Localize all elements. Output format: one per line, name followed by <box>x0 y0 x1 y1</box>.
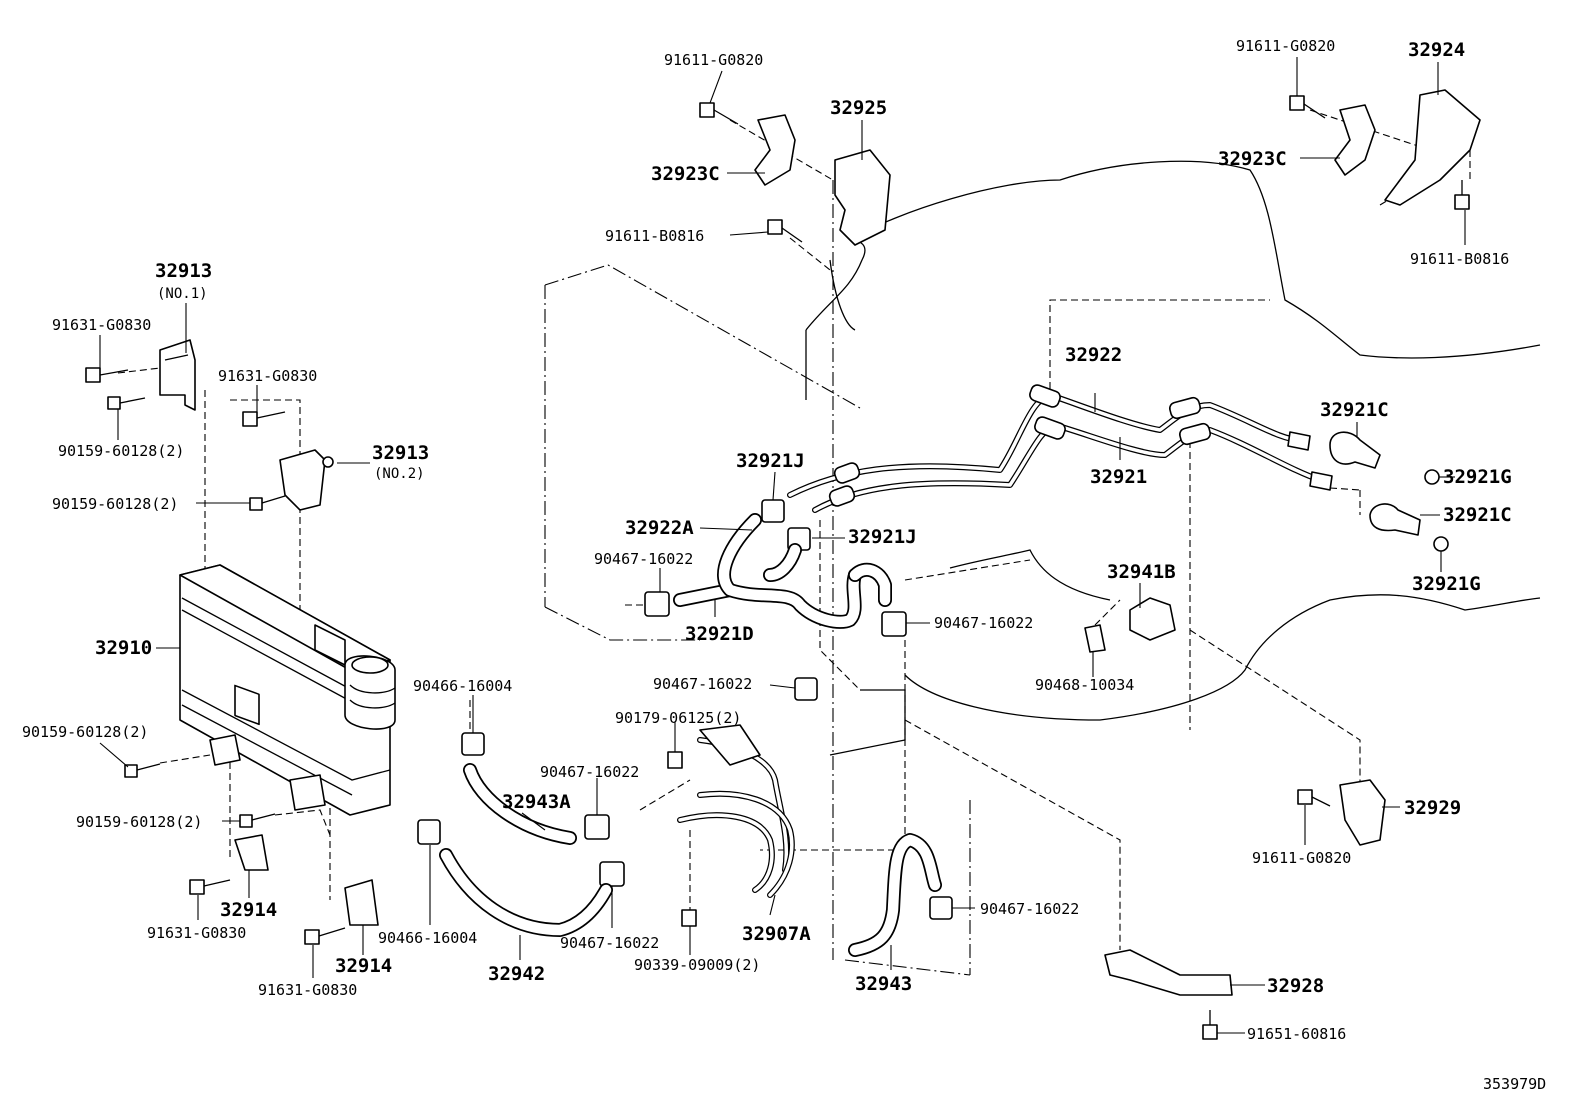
bracket-32914-b <box>344 879 379 926</box>
label-90467-16022-a: 90467-16022 <box>594 550 693 568</box>
bolt-icon <box>667 751 683 769</box>
leader-lines <box>99 57 1466 1034</box>
tube-assy-32907A <box>677 724 795 898</box>
label-32943A: 32943A <box>502 791 571 813</box>
gasket-32921G-a <box>1424 469 1440 485</box>
label-32921C-a: 32921C <box>1320 399 1389 421</box>
label-32914-a: 32914 <box>220 899 277 921</box>
label-90467-16022-c: 90467-16022 <box>653 675 752 693</box>
label-91611-G0820-b: 91611-G0820 <box>1236 37 1335 55</box>
bracket-32925 <box>834 149 891 246</box>
label-90467-16022-e: 90467-16022 <box>560 934 659 952</box>
clamp-32941B <box>1084 597 1176 653</box>
bolt-icon <box>699 102 739 125</box>
bolt-icon <box>1297 789 1331 807</box>
part-labels: 32910 32913 (NO.1) 32913 (NO.2) 32914 32… <box>95 39 1512 997</box>
label-91651-60816: 91651-60816 <box>1247 1025 1346 1043</box>
label-32922A: 32922A <box>625 517 694 539</box>
label-32921: 32921 <box>1090 466 1147 488</box>
label-91631-G0830-a: 91631-G0830 <box>52 316 151 334</box>
label-90467-16022-b: 90467-16022 <box>934 614 1033 632</box>
label-32921D: 32921D <box>685 623 754 645</box>
label-32928: 32928 <box>1267 975 1324 997</box>
label-90159-60128-b: 90159-60128(2) <box>52 495 178 513</box>
label-32913-no2: 32913 <box>372 442 429 464</box>
label-32921C-b: 32921C <box>1443 504 1512 526</box>
label-90466-16004-b: 90466-16004 <box>378 929 477 947</box>
label-32921G-b: 32921G <box>1412 573 1481 595</box>
clamp-32923C-a <box>754 114 796 186</box>
bolt-icon <box>304 927 346 945</box>
bolt-icon <box>189 879 231 895</box>
bolt-icon <box>242 411 286 427</box>
label-90179-06125: 90179-06125(2) <box>615 709 741 727</box>
label-90468-10034: 90468-10034 <box>1035 676 1134 694</box>
bracket-32913-no2 <box>279 449 334 511</box>
label-32923C-a: 32923C <box>651 163 720 185</box>
label-32929: 32929 <box>1404 797 1461 819</box>
label-90159-60128-c: 90159-60128(2) <box>22 723 148 741</box>
label-32924: 32924 <box>1408 39 1465 61</box>
union-32921C-b <box>1369 503 1421 536</box>
label-32925: 32925 <box>830 97 887 119</box>
bolt-icon <box>124 763 161 778</box>
fastener-labels: 91611-G0820 91611-G0820 91611-G0820 9161… <box>22 37 1509 1043</box>
label-32913-no1-note: (NO.1) <box>157 286 208 302</box>
label-90339-09009: 90339-09009(2) <box>634 956 760 974</box>
label-90159-60128-a: 90159-60128(2) <box>58 442 184 460</box>
bolt-icon <box>1454 180 1470 210</box>
pipes <box>787 384 1333 513</box>
label-90467-16022-f: 90467-16022 <box>980 900 1079 918</box>
label-32913-no2-note: (NO.2) <box>374 466 425 482</box>
label-91611-G0820-a: 91611-G0820 <box>664 51 763 69</box>
label-32941B: 32941B <box>1107 561 1176 583</box>
hoses <box>439 513 942 957</box>
label-91611-G0820-c: 91611-G0820 <box>1252 849 1351 867</box>
label-32921J-a: 32921J <box>736 450 805 472</box>
label-32913-no1: 32913 <box>155 260 212 282</box>
label-90467-16022-d: 90467-16022 <box>540 763 639 781</box>
label-32921J-b: 32921J <box>848 526 917 548</box>
bolt-icon <box>249 495 286 511</box>
union-32921C-a <box>1329 431 1381 469</box>
figure-code: 353979D <box>1483 1075 1546 1093</box>
label-32910: 32910 <box>95 637 152 659</box>
bolt-icon <box>1202 1010 1218 1040</box>
bolt-icon <box>239 813 276 828</box>
label-32914-b: 32914 <box>335 955 392 977</box>
bracket-32929 <box>1339 779 1386 846</box>
clamp-32923C-b <box>1334 104 1376 176</box>
label-90159-60128-d: 90159-60128(2) <box>76 813 202 831</box>
label-32942: 32942 <box>488 963 545 985</box>
label-32921G-a: 32921G <box>1443 466 1512 488</box>
label-91631-G0830-d: 91631-G0830 <box>258 981 357 999</box>
bracket-32914-a <box>234 834 269 871</box>
label-32923C-b: 32923C <box>1218 148 1287 170</box>
bolt-icon <box>681 909 697 927</box>
label-32922: 32922 <box>1065 344 1122 366</box>
label-91611-B0816-a: 91611-B0816 <box>605 227 704 245</box>
bolt-icon <box>85 367 129 383</box>
bracket-32928 <box>1104 949 1233 996</box>
bracket-32913-no1 <box>159 339 196 411</box>
label-91611-B0816-b: 91611-B0816 <box>1410 250 1509 268</box>
bolt-icon <box>767 219 803 243</box>
gasket-32921G-b <box>1433 536 1449 552</box>
bolt-icon <box>1289 95 1326 119</box>
label-90466-16004-a: 90466-16004 <box>413 677 512 695</box>
vehicle-outline <box>544 180 971 976</box>
label-91631-G0830-c: 91631-G0830 <box>147 924 246 942</box>
label-91631-G0830-b: 91631-G0830 <box>218 367 317 385</box>
oil-cooler-32910 <box>179 564 396 816</box>
bolts <box>85 95 1470 1040</box>
label-32907A: 32907A <box>742 923 811 945</box>
bracket-32924 <box>1384 89 1481 206</box>
bolt-icon <box>107 396 146 410</box>
label-32943: 32943 <box>855 973 912 995</box>
